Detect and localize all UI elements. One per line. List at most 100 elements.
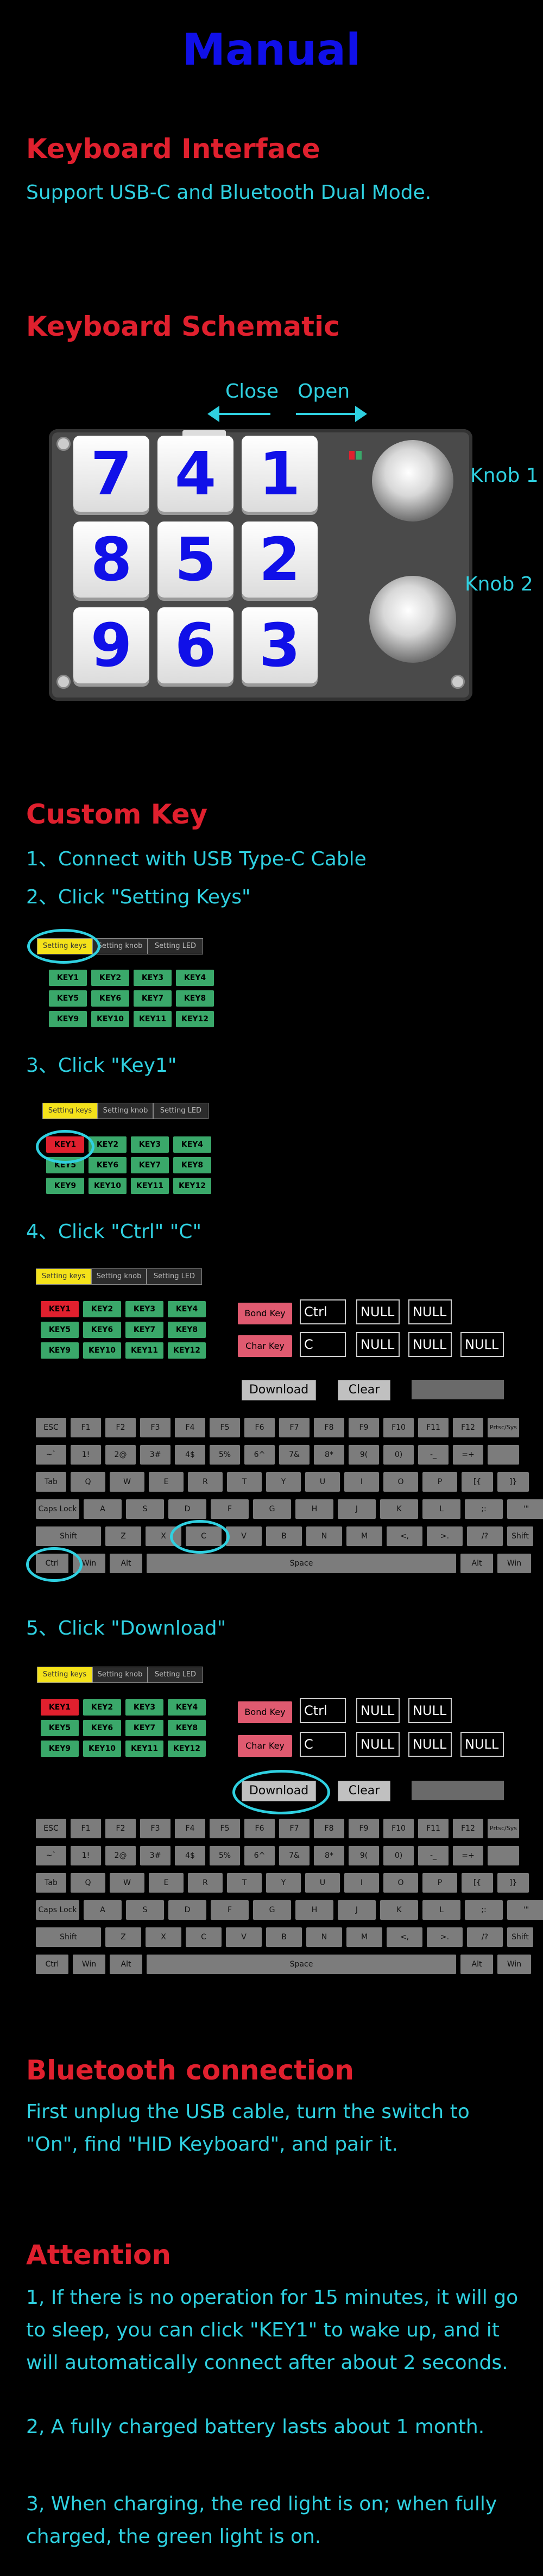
vkey[interactable]: Tab bbox=[36, 1873, 66, 1893]
vkey[interactable]: F8 bbox=[314, 1418, 344, 1437]
vkey[interactable]: 4$ bbox=[175, 1445, 205, 1465]
vkey[interactable]: F10 bbox=[383, 1819, 414, 1838]
vkey[interactable]: ~` bbox=[36, 1445, 66, 1465]
vkey[interactable]: F5 bbox=[210, 1418, 240, 1437]
vkey[interactable]: 2@ bbox=[105, 1846, 136, 1865]
vkey[interactable]: Ctrl bbox=[36, 1955, 68, 1974]
vkey[interactable]: F10 bbox=[383, 1418, 414, 1437]
vkey[interactable]: U bbox=[305, 1472, 340, 1492]
vkey[interactable]: L bbox=[422, 1900, 460, 1920]
vkey[interactable]: W bbox=[110, 1472, 144, 1492]
key-2-button[interactable]: KEY2 bbox=[83, 1301, 121, 1317]
vkey[interactable]: Y bbox=[266, 1873, 301, 1893]
vkey[interactable]: Win bbox=[497, 1955, 531, 1974]
vkey[interactable]: [{ bbox=[462, 1873, 493, 1893]
vkey[interactable]: 1! bbox=[71, 1445, 101, 1465]
key-7-button[interactable]: KEY7 bbox=[125, 1322, 163, 1338]
key-2-button[interactable]: KEY2 bbox=[83, 1699, 121, 1716]
vkey[interactable]: F2 bbox=[105, 1819, 136, 1838]
vkey[interactable]: M bbox=[346, 1927, 382, 1947]
vkey[interactable]: S bbox=[126, 1900, 164, 1920]
backspace-key[interactable] bbox=[488, 1846, 519, 1865]
vkey[interactable]: Alt bbox=[460, 1955, 493, 1974]
vkey[interactable]: T bbox=[227, 1472, 262, 1492]
vkey[interactable]: -_ bbox=[418, 1445, 449, 1465]
vkey[interactable]: P bbox=[422, 1873, 457, 1893]
vkey[interactable]: Caps Lock bbox=[36, 1900, 79, 1920]
key-10-button[interactable]: KEY10 bbox=[91, 1011, 129, 1027]
vkey[interactable]: U bbox=[305, 1873, 340, 1893]
vkey[interactable]: '" bbox=[507, 1499, 543, 1519]
vkey[interactable]: S bbox=[126, 1499, 164, 1519]
vkey[interactable]: Z bbox=[105, 1526, 141, 1546]
vkey[interactable]: <, bbox=[387, 1526, 422, 1546]
clear-button[interactable]: Clear bbox=[338, 1380, 390, 1400]
key-9-button[interactable]: KEY9 bbox=[41, 1342, 79, 1359]
vkey[interactable]: D bbox=[168, 1499, 206, 1519]
key-8-button[interactable]: KEY8 bbox=[173, 1157, 211, 1173]
key-4-button[interactable]: KEY4 bbox=[173, 1136, 211, 1153]
vkey[interactable]: X bbox=[146, 1927, 181, 1947]
vkey[interactable]: 8* bbox=[314, 1445, 344, 1465]
backspace-key[interactable] bbox=[488, 1445, 519, 1465]
vkey[interactable]: F11 bbox=[418, 1819, 449, 1838]
vkey[interactable]: ~` bbox=[36, 1846, 66, 1865]
vkey[interactable]: F9 bbox=[349, 1418, 379, 1437]
vkey[interactable]: F1 bbox=[71, 1418, 101, 1437]
vkey[interactable]: V bbox=[226, 1927, 262, 1947]
key-2-button[interactable]: KEY2 bbox=[91, 970, 129, 986]
vkey[interactable]: J bbox=[338, 1900, 376, 1920]
vkey[interactable]: Win bbox=[497, 1554, 531, 1573]
vkey[interactable]: V bbox=[226, 1526, 262, 1546]
key-2-button[interactable]: KEY2 bbox=[89, 1136, 127, 1153]
vkey[interactable]: F3 bbox=[140, 1418, 171, 1437]
char-field-1[interactable]: C bbox=[300, 1732, 346, 1757]
key-4-button[interactable]: KEY4 bbox=[168, 1699, 206, 1716]
key-6-button[interactable]: KEY6 bbox=[89, 1157, 127, 1173]
vkey[interactable]: ]} bbox=[497, 1472, 529, 1492]
key-6-button[interactable]: KEY6 bbox=[83, 1720, 121, 1736]
vkey[interactable]: 3# bbox=[140, 1445, 171, 1465]
vkey[interactable]: ESC bbox=[36, 1418, 66, 1437]
vkey[interactable]: 7& bbox=[279, 1846, 310, 1865]
key-3-button[interactable]: KEY3 bbox=[131, 1136, 169, 1153]
char-field-4[interactable]: NULL bbox=[460, 1732, 504, 1757]
vkey[interactable]: 0) bbox=[383, 1445, 414, 1465]
bond-field-3[interactable]: NULL bbox=[408, 1698, 452, 1723]
key-9-button[interactable]: KEY9 bbox=[46, 1178, 84, 1194]
vkey[interactable]: B bbox=[266, 1526, 302, 1546]
key-1-button[interactable]: KEY1 bbox=[41, 1301, 79, 1317]
key-11-button[interactable]: KEY11 bbox=[134, 1011, 172, 1027]
key-5-button[interactable]: KEY5 bbox=[41, 1322, 79, 1338]
vkey[interactable]: Shift bbox=[36, 1526, 101, 1546]
vkey[interactable]: G bbox=[253, 1900, 291, 1920]
vkey[interactable]: K bbox=[380, 1499, 418, 1519]
vkey[interactable]: F6 bbox=[244, 1418, 275, 1437]
vkey[interactable]: D bbox=[168, 1900, 206, 1920]
char-field-3[interactable]: NULL bbox=[408, 1732, 452, 1757]
vkey[interactable]: N bbox=[306, 1526, 342, 1546]
vkey[interactable]: [{ bbox=[462, 1472, 493, 1492]
vkey[interactable]: Alt bbox=[110, 1955, 142, 1974]
vkey[interactable]: F7 bbox=[279, 1418, 310, 1437]
char-field-3[interactable]: NULL bbox=[408, 1332, 452, 1357]
vkey[interactable]: H bbox=[295, 1499, 333, 1519]
vkey[interactable]: R bbox=[188, 1873, 223, 1893]
char-field-2[interactable]: NULL bbox=[356, 1732, 400, 1757]
vkey[interactable]: 9( bbox=[349, 1846, 379, 1865]
vkey[interactable]: F11 bbox=[418, 1418, 449, 1437]
char-field-1[interactable]: C bbox=[300, 1332, 346, 1357]
key-11-button[interactable]: KEY11 bbox=[125, 1342, 163, 1359]
key-6-button[interactable]: KEY6 bbox=[91, 990, 129, 1007]
vkey[interactable]: 5% bbox=[210, 1445, 240, 1465]
vkey[interactable]: I bbox=[344, 1873, 379, 1893]
vkey[interactable]: E bbox=[149, 1472, 184, 1492]
vkey[interactable]: Shift bbox=[36, 1927, 101, 1947]
tab-setting-knob[interactable]: Setting knob bbox=[92, 1667, 148, 1683]
vkey[interactable]: F bbox=[211, 1499, 249, 1519]
vkey[interactable]: ]} bbox=[497, 1873, 529, 1893]
key-11-button[interactable]: KEY11 bbox=[131, 1178, 169, 1194]
vkey[interactable]: /? bbox=[467, 1526, 503, 1546]
key-1-button[interactable]: KEY1 bbox=[49, 970, 87, 986]
key-10-button[interactable]: KEY10 bbox=[83, 1342, 121, 1359]
